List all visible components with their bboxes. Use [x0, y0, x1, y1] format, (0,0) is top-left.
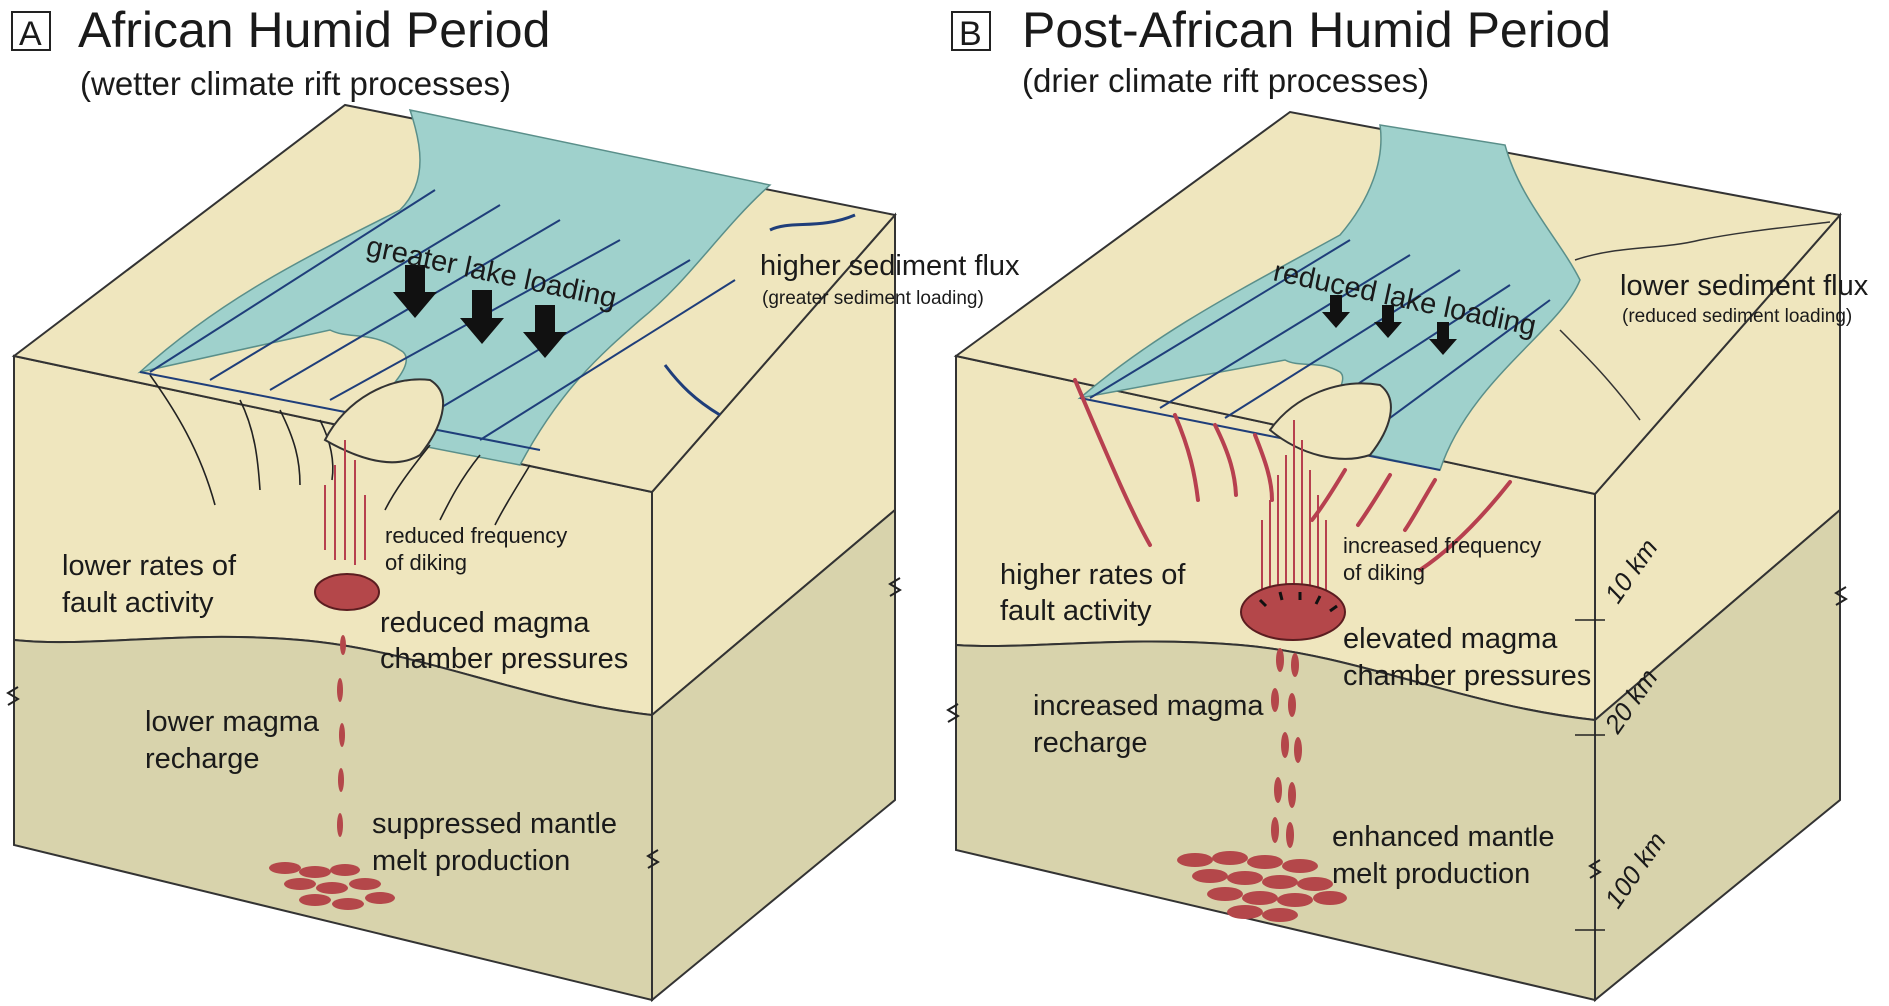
dikes-a: [324, 440, 366, 565]
panel-b-title: Post-African Humid Period: [1022, 2, 1611, 58]
sediment-loading-label-a: (greater sediment loading): [762, 288, 984, 309]
panel-b-letter: B: [959, 15, 982, 53]
chamber-label-a-1: reduced magma: [380, 607, 590, 639]
stream-a-1: [769, 213, 856, 232]
horst-a: [323, 378, 445, 464]
break-mark-b-1: [946, 703, 960, 723]
panel-b-letter-box: [951, 11, 991, 51]
fault-label-b-1: higher rates of: [1000, 559, 1186, 591]
block-a-side-lower: [651, 507, 896, 1003]
break-mark-a-1: [6, 686, 20, 706]
mantle-label-b-2: melt production: [1332, 858, 1530, 890]
panel-b: B Post-African Humid Period (drier clima…: [946, 2, 1869, 1003]
lake-a: [137, 108, 772, 466]
stream-b-2: [1559, 329, 1641, 421]
break-mark-a-3: [646, 849, 660, 869]
down-arrow-icon: [460, 290, 504, 344]
recharge-label-b-2: recharge: [1033, 727, 1147, 759]
mantle-label-b-1: enhanced mantle: [1332, 821, 1555, 853]
magma-chamber-a: [314, 573, 380, 611]
fault-label-a-1: lower rates of: [62, 550, 237, 582]
diking-label-a-1: reduced frequency: [385, 523, 567, 548]
panel-a-letter: A: [19, 15, 42, 53]
lake-loading-arrows-a: [393, 265, 567, 358]
dikes-b: [1261, 420, 1327, 600]
panel-b-subtitle: (drier climate rift processes): [1022, 62, 1429, 99]
fault-label-a-2: fault activity: [62, 587, 214, 619]
panel-a: A African Humid Period (wetter climate r…: [6, 2, 1020, 1003]
chamber-label-b-1: elevated magma: [1343, 623, 1558, 655]
crust-a-faults: [149, 374, 531, 526]
horst-b: [1268, 382, 1392, 460]
lake-a-faults: [139, 189, 736, 451]
fault-label-b-2: fault activity: [1000, 595, 1152, 627]
sediment-loading-label-b: (reduced sediment loading): [1622, 306, 1852, 327]
sediment-flux-label-a: higher sediment flux: [760, 250, 1020, 282]
mantle-label-a-2: melt production: [372, 845, 570, 877]
magma-conduit-a: [337, 635, 346, 837]
mantle-label-a-1: suppressed mantle: [372, 808, 617, 840]
stream-b-1: [1574, 221, 1831, 261]
chamber-label-a-2: chamber pressures: [380, 643, 628, 675]
depth-scale: [1575, 619, 1605, 931]
diking-label-b-1: increased frequency: [1343, 533, 1541, 558]
recharge-label-a-1: lower magma: [145, 706, 320, 738]
panel-a-title: African Humid Period: [78, 2, 550, 58]
stream-a-2: [663, 364, 721, 417]
break-mark-a-2: [888, 577, 902, 597]
recharge-label-b-1: increased magma: [1033, 690, 1264, 722]
lake-loading-arrows-b: [1322, 295, 1457, 355]
diking-label-a-2: of diking: [385, 550, 467, 575]
break-mark-b-2: [1834, 586, 1848, 606]
block-a-front-lithosphere: [13, 635, 653, 1002]
down-arrow-icon: [523, 305, 567, 358]
mantle-melt-b: [1177, 851, 1347, 922]
sediment-flux-label-b: lower sediment flux: [1620, 270, 1869, 302]
panel-a-subtitle: (wetter climate rift processes): [80, 65, 511, 102]
recharge-label-a-2: recharge: [145, 743, 259, 775]
break-mark-b-3: [1588, 859, 1602, 879]
down-arrow-icon: [393, 265, 437, 318]
block-b-side-lower: [1594, 507, 1841, 1003]
down-arrow-icon: [1322, 295, 1350, 328]
down-arrow-icon: [1374, 305, 1402, 338]
magma-conduit-b: [1271, 648, 1302, 848]
panel-a-letter-box: [11, 11, 51, 51]
chamber-pressure-ticks-b: [1258, 591, 1338, 613]
down-arrow-icon: [1429, 322, 1457, 355]
magma-chamber-b: [1240, 583, 1346, 641]
crust-b-faults: [1073, 378, 1512, 572]
mantle-melt-a: [269, 862, 395, 910]
diking-label-b-2: of diking: [1343, 560, 1425, 585]
chamber-label-b-2: chamber pressures: [1343, 660, 1591, 692]
